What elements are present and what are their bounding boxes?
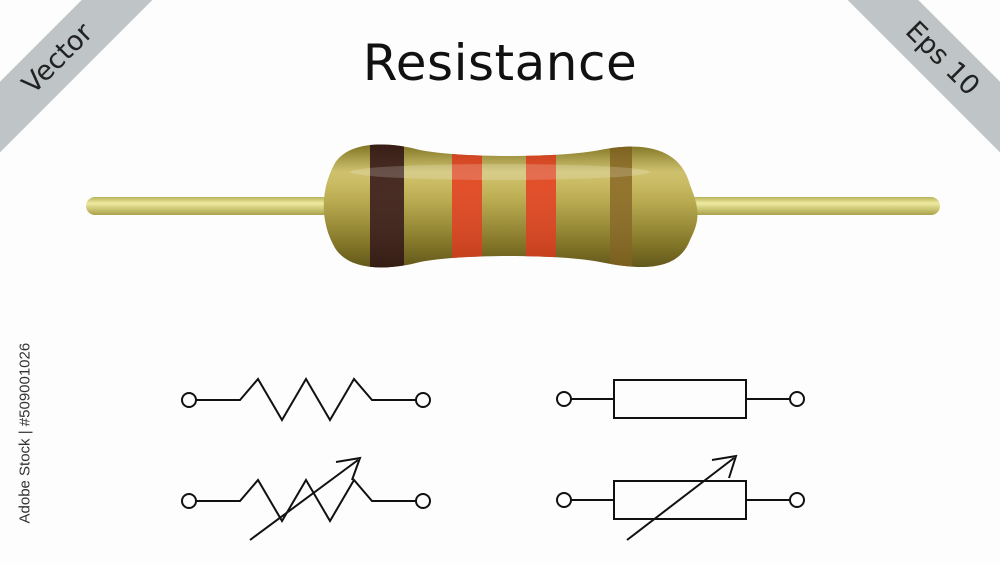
zigzag-resistor-symbol [181, 377, 431, 422]
zigzag-variable-resistor-symbol [181, 456, 431, 541]
page-title: Resistance [362, 34, 638, 92]
resistor-lead-left [86, 197, 346, 215]
resistor-body [323, 144, 698, 268]
box-resistor-symbol [556, 379, 805, 419]
resistor-lead-right [680, 197, 940, 215]
box-variable-resistor-symbol [556, 454, 805, 541]
